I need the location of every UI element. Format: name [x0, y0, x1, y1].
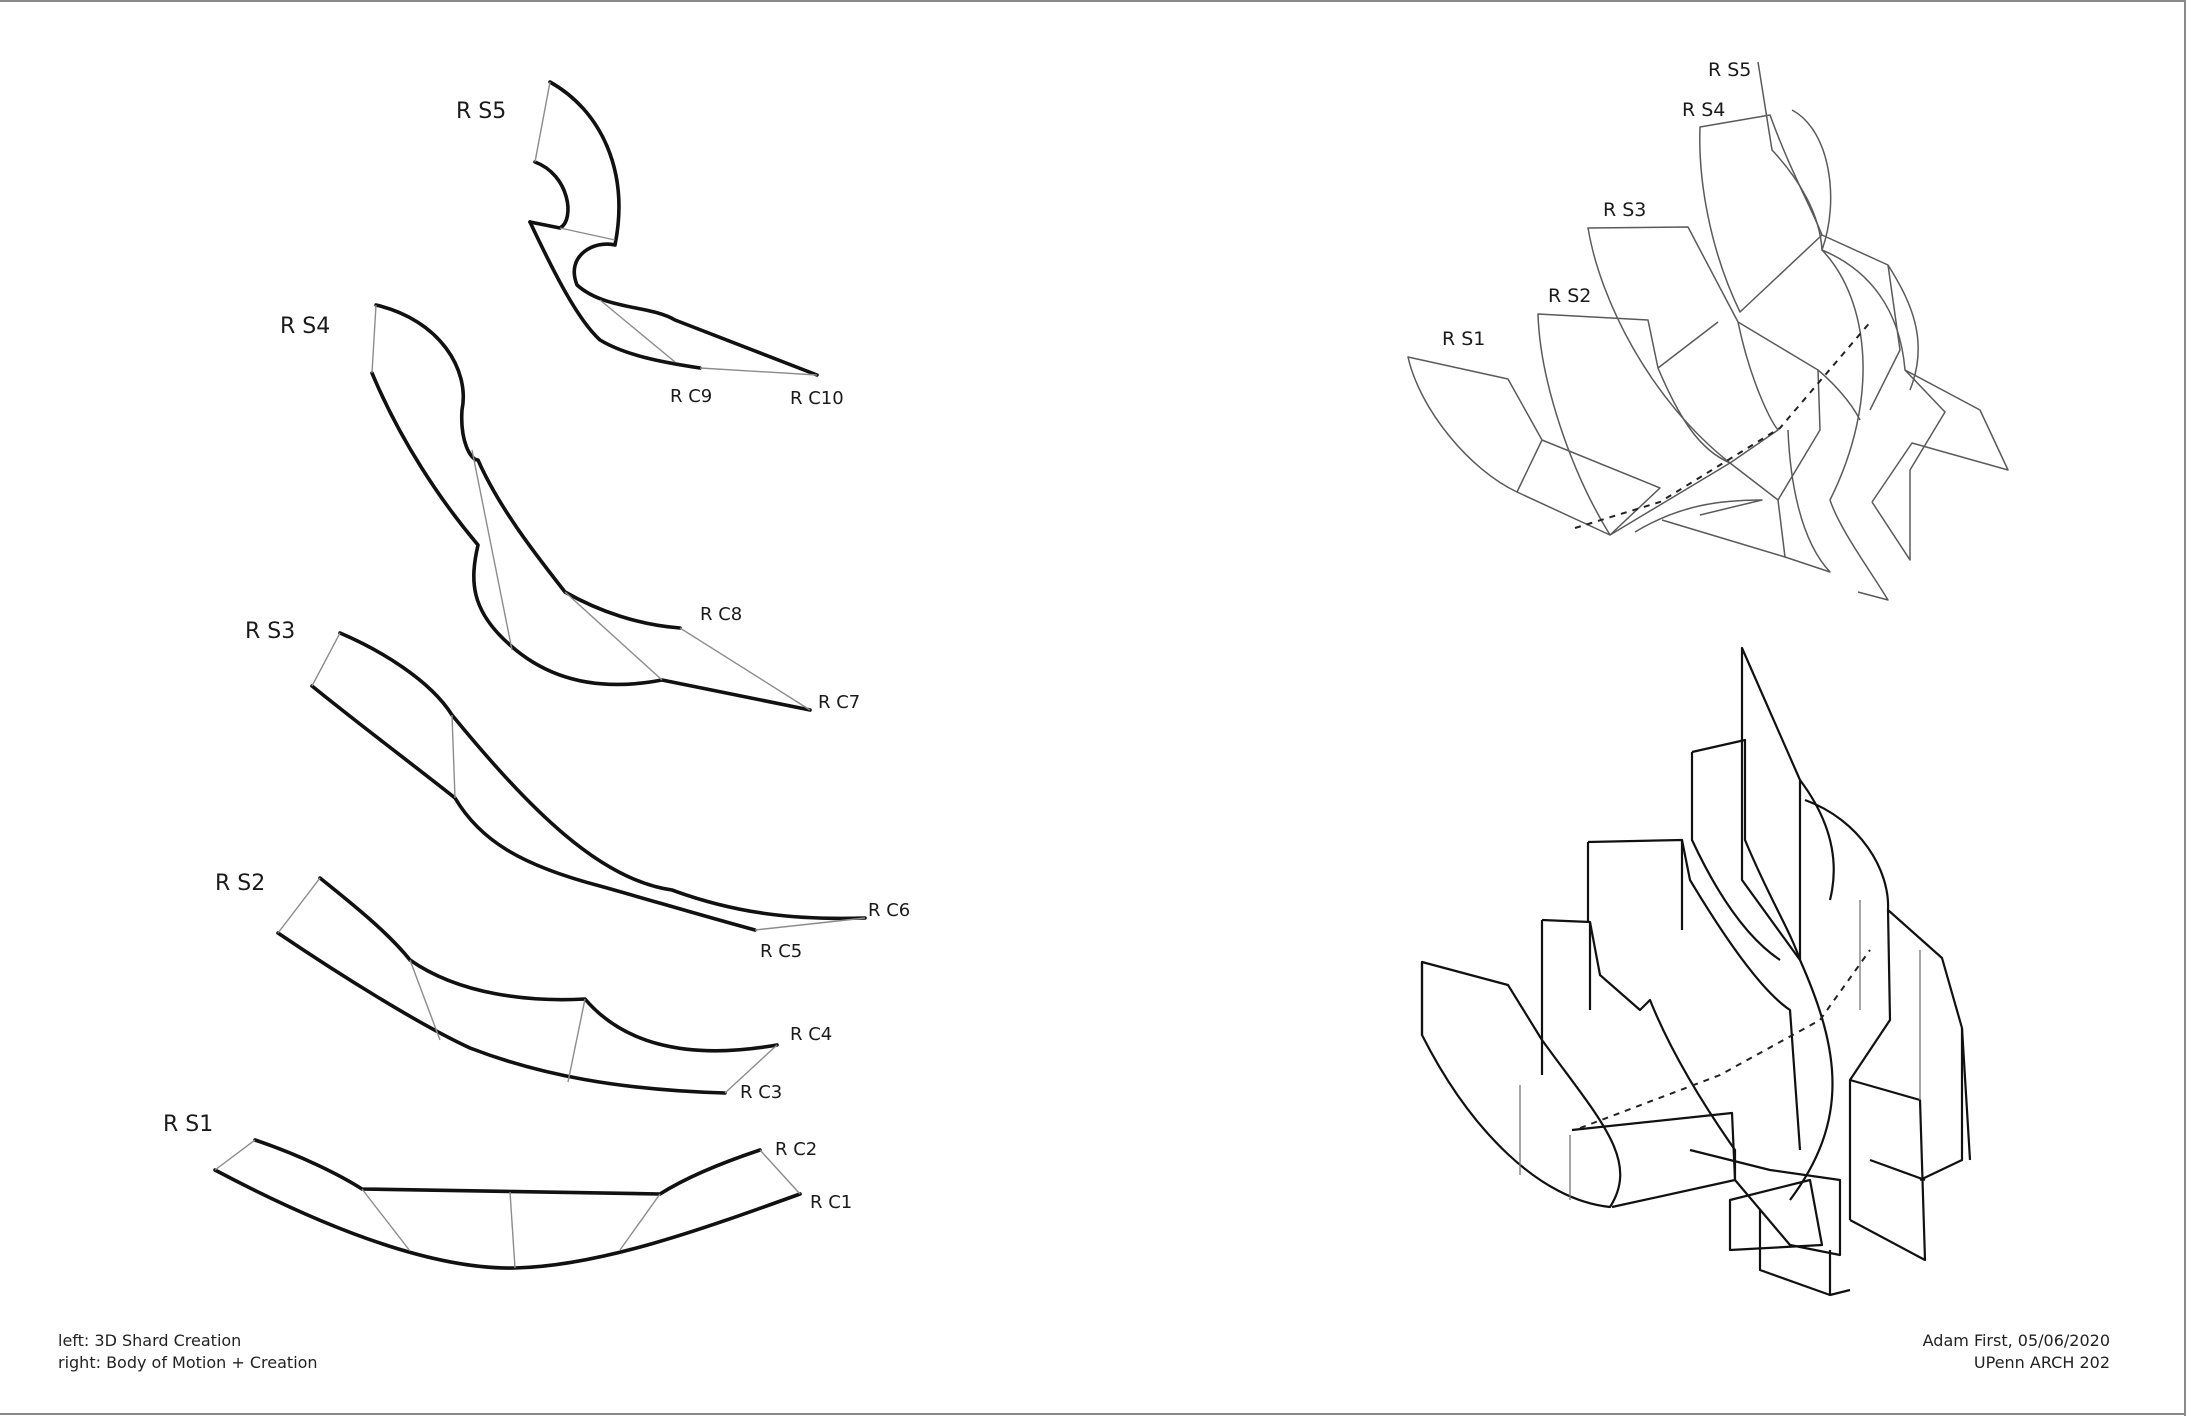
sheet-border-right	[2184, 0, 2186, 1416]
shard-r-s4: R S4 R C7 R C8	[280, 303, 860, 713]
curve-r-c10	[548, 80, 819, 377]
curve-r-c6	[338, 631, 867, 921]
label-r-c8: R C8	[700, 604, 742, 625]
sheet-border-bottom	[0, 1413, 2186, 1415]
solid-body	[1420, 646, 1972, 1297]
curve-r-c9	[528, 220, 702, 370]
wireframe-body: R S5 R S4 R S3 R S2 R S1	[1407, 59, 2009, 601]
label-wire-r-s1: R S1	[1442, 328, 1485, 350]
shard-r-s1: R S1 R C1 R C2	[163, 1112, 852, 1270]
label-r-s1: R S1	[163, 1112, 213, 1137]
label-r-c3: R C3	[740, 1082, 782, 1103]
curve-r-c7	[370, 371, 812, 712]
label-r-s5: R S5	[456, 99, 506, 124]
curve-r-c3	[276, 931, 727, 1095]
label-r-s3: R S3	[245, 619, 295, 644]
label-r-s4: R S4	[280, 314, 330, 339]
inner-curve	[528, 160, 570, 230]
curve-r-c4	[318, 876, 779, 1053]
caption-right: Adam First, 05/06/2020 UPenn ARCH 202	[1923, 1330, 2110, 1374]
dashed-motion-path	[1574, 319, 1873, 529]
label-wire-r-s4: R S4	[1682, 99, 1725, 121]
label-wire-r-s3: R S3	[1603, 199, 1646, 221]
label-r-c10: R C10	[790, 388, 844, 409]
curve-r-c1	[213, 1168, 802, 1270]
caption-left-line1: left: 3D Shard Creation	[58, 1331, 242, 1350]
curve-r-c2	[253, 1138, 762, 1196]
caption-left-line2: right: Body of Motion + Creation	[58, 1353, 318, 1372]
label-r-c4: R C4	[790, 1024, 832, 1045]
label-r-s2: R S2	[215, 871, 265, 896]
shard-r-s5: R S5 R C9 R C10	[456, 80, 844, 409]
label-r-c6: R C6	[868, 900, 910, 921]
curve-r-c5	[310, 684, 757, 932]
label-r-c2: R C2	[775, 1139, 817, 1160]
label-r-c1: R C1	[810, 1192, 852, 1213]
label-r-c7: R C7	[818, 692, 860, 713]
label-wire-r-s2: R S2	[1548, 285, 1591, 307]
caption-author-date: Adam First, 05/06/2020	[1922, 1331, 2110, 1350]
dashed-solid-path	[1579, 949, 1871, 1129]
label-r-c5: R C5	[760, 941, 802, 962]
caption-course: UPenn ARCH 202	[1973, 1353, 2110, 1372]
curve-r-c8	[374, 303, 682, 630]
caption-left: left: 3D Shard Creation right: Body of M…	[58, 1330, 318, 1374]
shard-r-s3: R S3 R C5 R C6	[245, 619, 910, 962]
shard-r-s2: R S2 R C3 R C4	[215, 871, 832, 1103]
sheet-border-top	[0, 0, 2186, 2]
label-wire-r-s5: R S5	[1708, 59, 1751, 81]
label-r-c9: R C9	[670, 386, 712, 407]
